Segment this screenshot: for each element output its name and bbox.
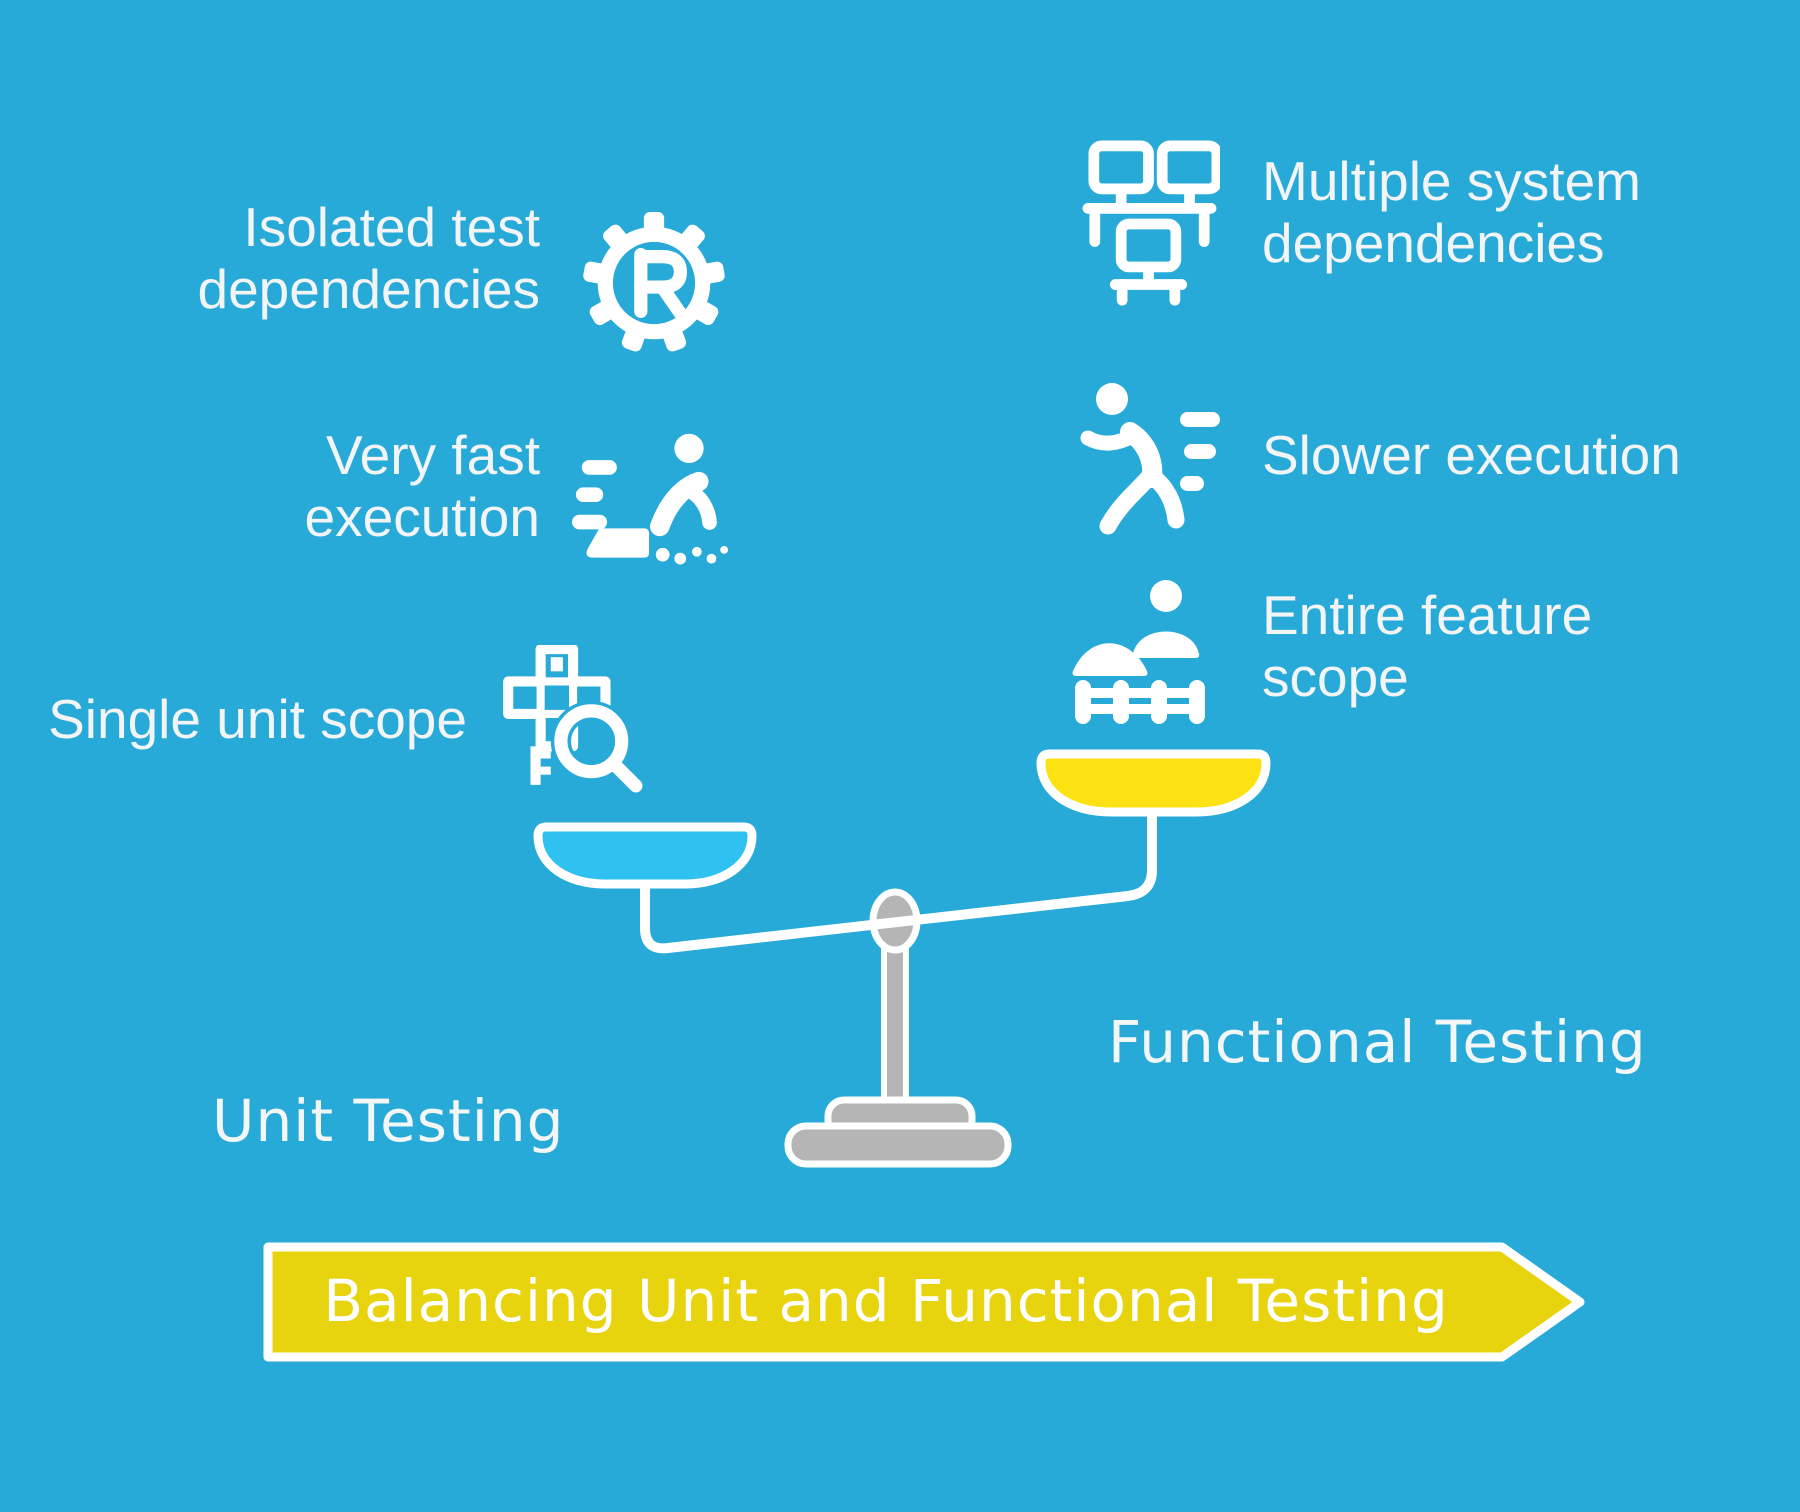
functional-item-system-dependencies: Multiple system dependencies [1262, 150, 1641, 274]
functional-item-feature-scope: Entire feature scope [1262, 584, 1593, 708]
unit-pan [533, 822, 757, 889]
fast-runner-icon [572, 433, 729, 565]
unit-scope-magnifier-icon [503, 645, 645, 797]
unit-item-isolated-dependencies: Isolated test dependencies [197, 196, 540, 320]
banner-title: Balancing Unit and Functional Testing [323, 1267, 1449, 1335]
feature-scope-icon [1072, 580, 1205, 724]
gear-r-icon [583, 212, 725, 352]
slow-runner-icon [1080, 383, 1220, 535]
scale-beam [640, 801, 1157, 954]
unit-testing-heading: Unit Testing [212, 1087, 565, 1155]
network-monitors-icon [1082, 140, 1220, 306]
functional-item-slower-execution: Slower execution [1262, 424, 1681, 486]
functional-pan [1036, 749, 1271, 817]
unit-item-single-scope: Single unit scope [48, 688, 467, 750]
functional-testing-heading: Functional Testing [1108, 1008, 1647, 1076]
scale-base-lower [784, 1122, 1012, 1168]
unit-item-fast-execution: Very fast execution [304, 424, 540, 548]
